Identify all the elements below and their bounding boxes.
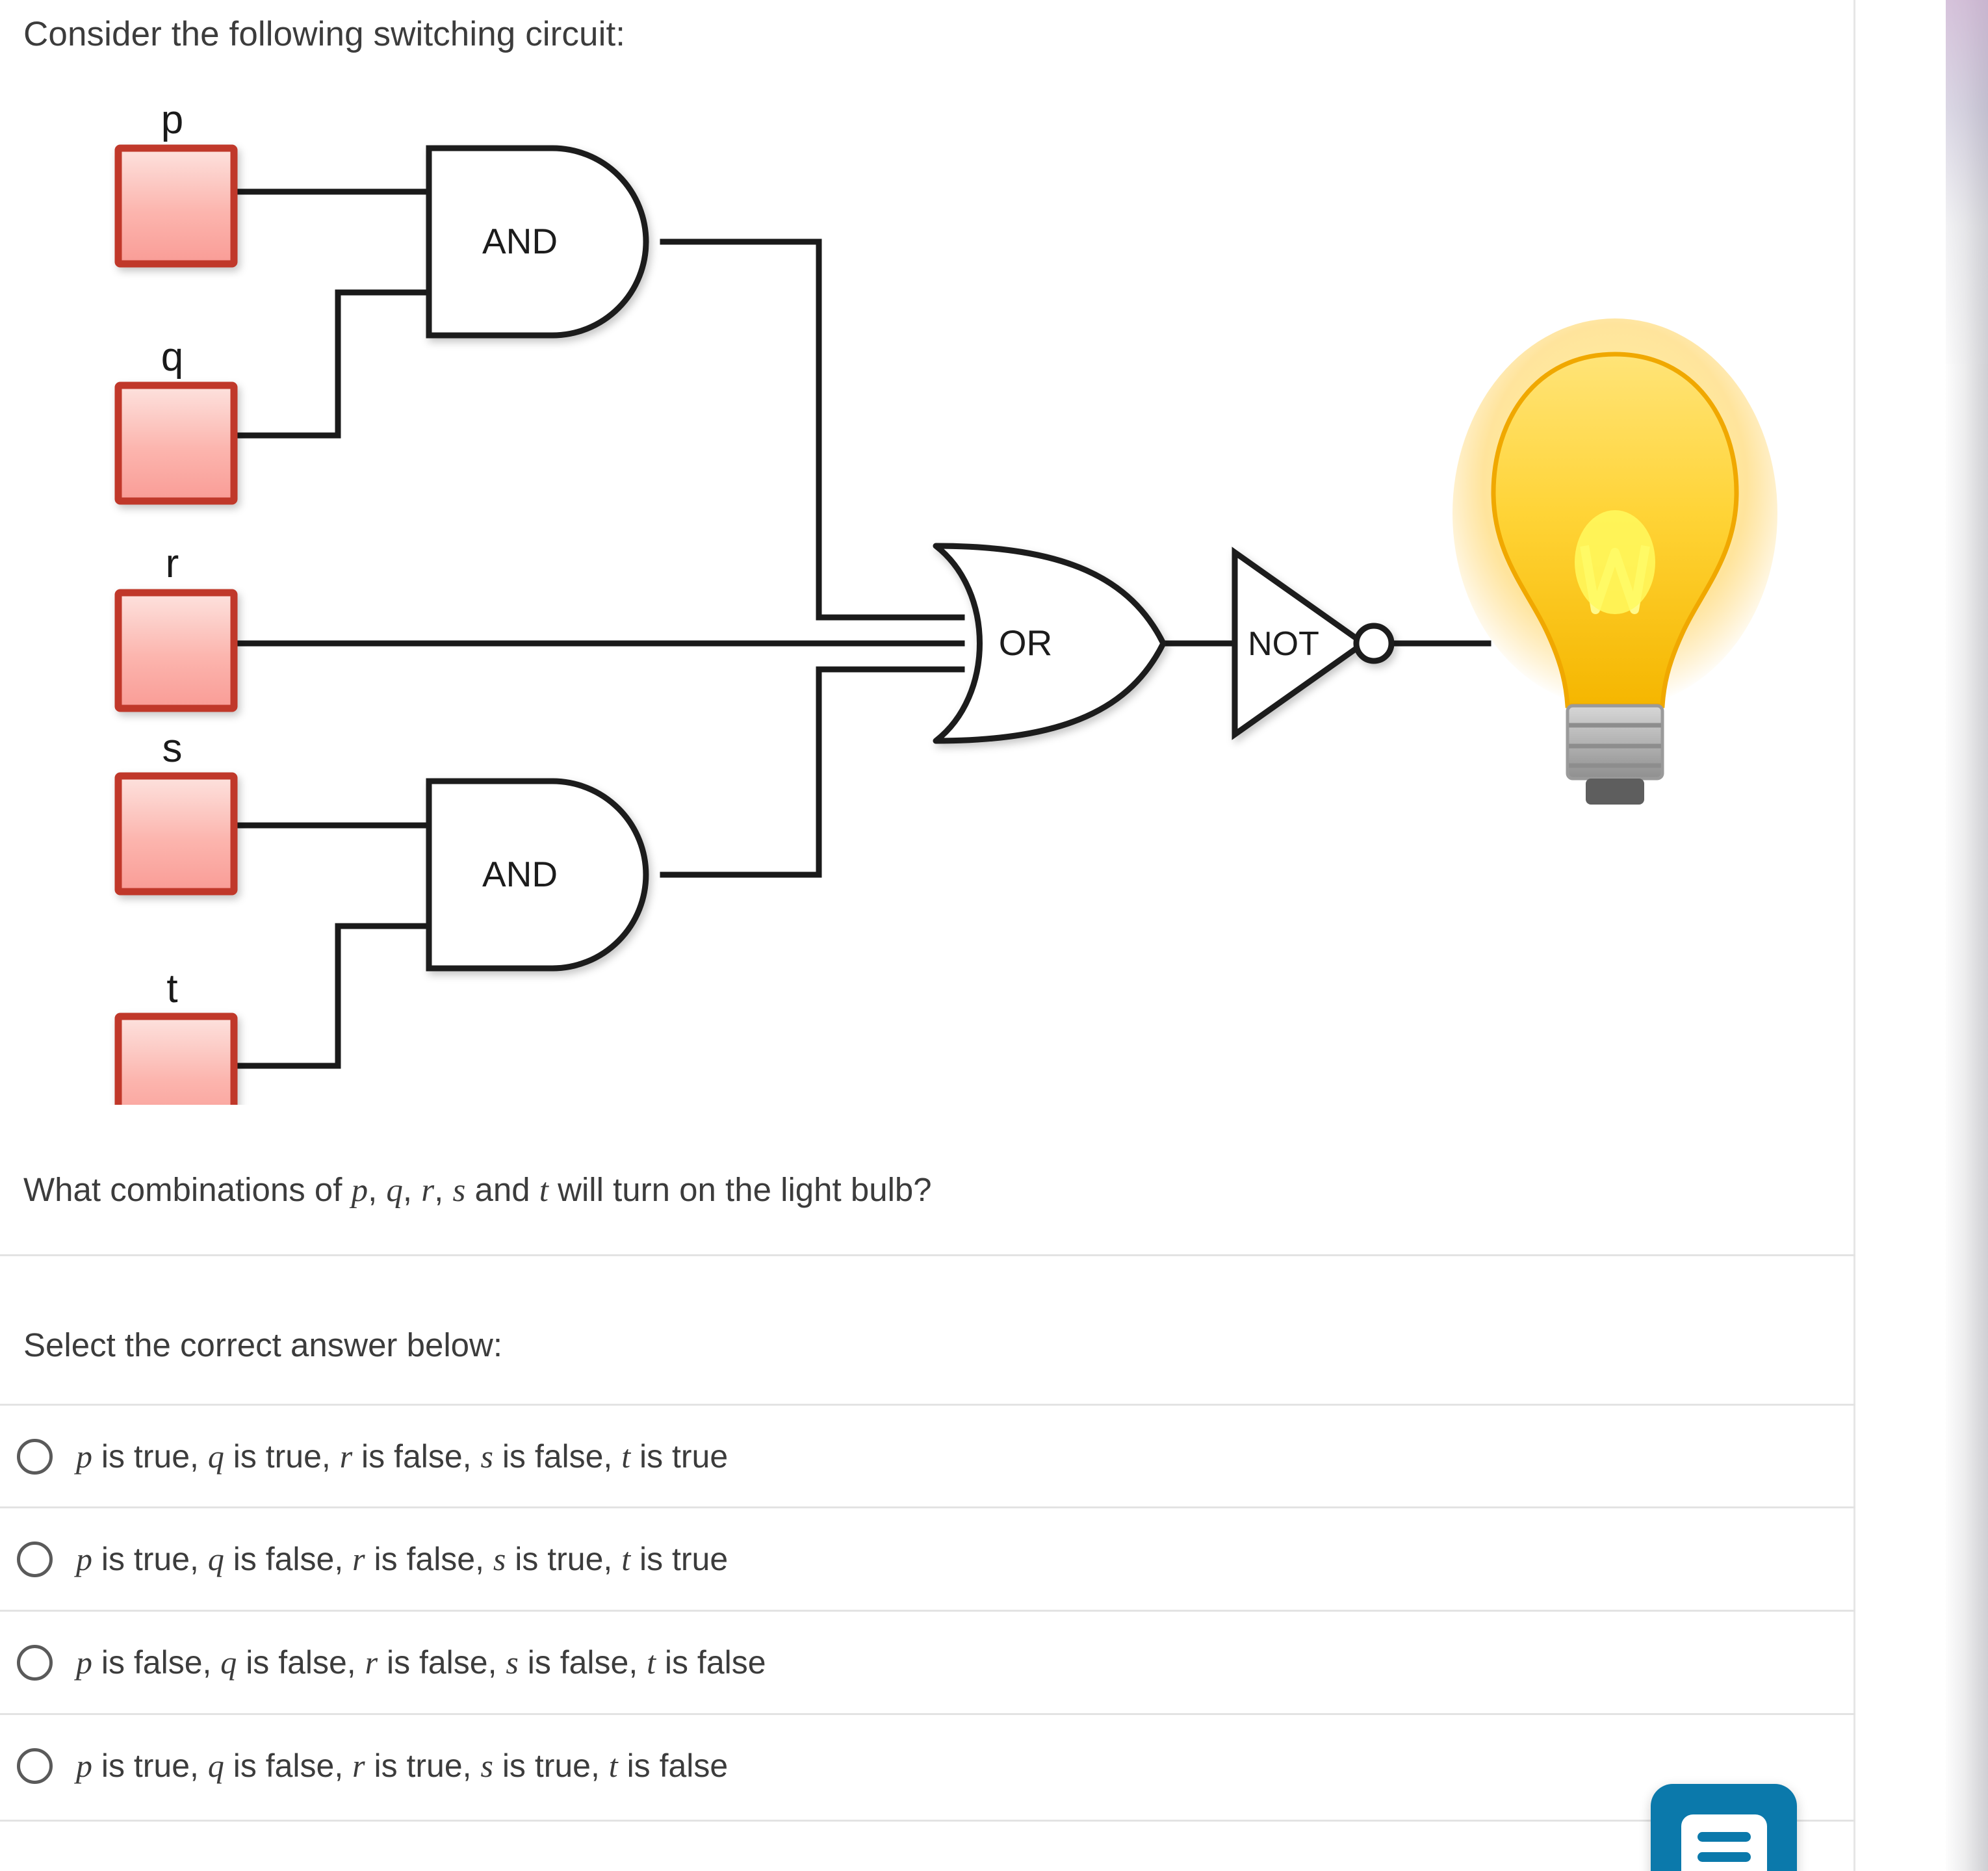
switch-p[interactable]: p — [114, 97, 238, 268]
answer-option-a-label: p is true, q is true, r is false, s is f… — [76, 1438, 729, 1475]
document-line-2 — [1697, 1852, 1751, 1862]
switch-s[interactable]: s — [114, 726, 238, 896]
and-gate-bottom-body — [426, 778, 649, 972]
divider-above-option-2 — [0, 1610, 1855, 1612]
question-sep-and: and — [465, 1171, 539, 1208]
switch-s-label: s — [162, 726, 183, 771]
radio-button-a[interactable] — [17, 1438, 53, 1475]
question-panel: Consider the following switching circuit… — [0, 0, 1855, 1871]
question-sep-1: , — [368, 1171, 387, 1208]
answer-option-a[interactable]: p is true, q is true, r is false, s is f… — [0, 1405, 1855, 1508]
light-bulb-icon — [1452, 318, 1777, 805]
select-answer-prompt: Select the correct answer below: — [23, 1326, 503, 1363]
question-var-s: s — [452, 1172, 466, 1209]
question-text: What combinations of p, q, r, s and t wi… — [23, 1168, 932, 1212]
divider-above-option-1 — [0, 1506, 1855, 1508]
and-gate-top[interactable]: AND — [426, 145, 649, 339]
question-var-t: t — [539, 1172, 549, 1209]
divider-below-option-3 — [0, 1820, 1855, 1822]
and-gate-top-body — [426, 145, 649, 339]
switch-t-box[interactable] — [114, 1013, 238, 1105]
question-suffix: will turn on the light bulb? — [548, 1171, 932, 1208]
notes-button[interactable] — [1651, 1784, 1797, 1871]
document-line-1 — [1697, 1832, 1751, 1842]
divider-above-option-3 — [0, 1713, 1855, 1715]
page-edge-tint — [1946, 0, 1988, 364]
question-prefix: What combinations of — [23, 1171, 352, 1208]
not-gate-label: NOT — [1248, 625, 1319, 663]
document-lines-icon — [1681, 1814, 1767, 1871]
not-gate-body — [1232, 547, 1369, 740]
answer-option-b[interactable]: p is true, q is false, r is false, s is … — [0, 1508, 1855, 1610]
switch-t[interactable]: t — [114, 966, 238, 1105]
question-var-q: q — [386, 1172, 403, 1209]
page-title: Consider the following switching circuit… — [23, 15, 626, 53]
answer-option-d[interactable]: p is true, q is false, r is true, s is t… — [0, 1714, 1855, 1817]
question-sep-3: , — [434, 1171, 453, 1208]
not-gate-bubble-icon — [1353, 623, 1395, 664]
switch-r-box[interactable] — [114, 589, 238, 712]
divider-above-select-prompt — [0, 1254, 1855, 1256]
and-gate-bottom-label: AND — [482, 854, 558, 894]
wire-and-bottom-to-or — [660, 666, 965, 878]
question-sep-2: , — [402, 1171, 422, 1208]
answer-option-d-label: p is true, q is false, r is true, s is t… — [76, 1748, 729, 1784]
divider-above-option-0 — [0, 1404, 1855, 1406]
bulb-threads — [1569, 723, 1661, 768]
switch-p-label: p — [161, 97, 183, 142]
switch-t-label: t — [166, 966, 177, 1011]
question-var-p: p — [351, 1172, 368, 1209]
switch-p-box[interactable] — [114, 144, 238, 268]
switching-circuit-diagram: p q r s — [0, 97, 1820, 1105]
or-gate-label: OR — [999, 623, 1053, 663]
switch-q-label: q — [161, 335, 183, 380]
switch-s-box[interactable] — [114, 772, 238, 896]
question-var-r: r — [421, 1172, 435, 1209]
wire-and-top-to-or — [660, 239, 965, 621]
wire-t-to-and-bottom — [231, 923, 432, 1069]
answer-option-c-label: p is false, q is false, r is false, s is… — [76, 1644, 766, 1681]
radio-button-c[interactable] — [17, 1644, 53, 1681]
or-gate-body — [933, 543, 1167, 744]
switch-r-label: r — [166, 541, 179, 586]
and-gate-bottom[interactable]: AND — [426, 778, 649, 972]
wire-group — [231, 188, 1491, 1069]
and-gate-top-label: AND — [482, 221, 558, 261]
bulb-core — [1575, 510, 1655, 614]
wire-q-to-and-top — [231, 289, 432, 439]
not-gate[interactable]: NOT — [1232, 547, 1395, 740]
answer-option-c[interactable]: p is false, q is false, r is false, s is… — [0, 1611, 1855, 1714]
or-gate[interactable]: OR — [933, 543, 1167, 744]
bulb-contact — [1586, 779, 1644, 805]
switch-r[interactable]: r — [114, 541, 238, 712]
answer-option-b-label: p is true, q is false, r is false, s is … — [76, 1541, 729, 1577]
radio-button-d[interactable] — [17, 1748, 53, 1784]
switch-q-box[interactable] — [114, 381, 238, 505]
radio-button-b[interactable] — [17, 1541, 53, 1577]
switch-q[interactable]: q — [114, 335, 238, 505]
